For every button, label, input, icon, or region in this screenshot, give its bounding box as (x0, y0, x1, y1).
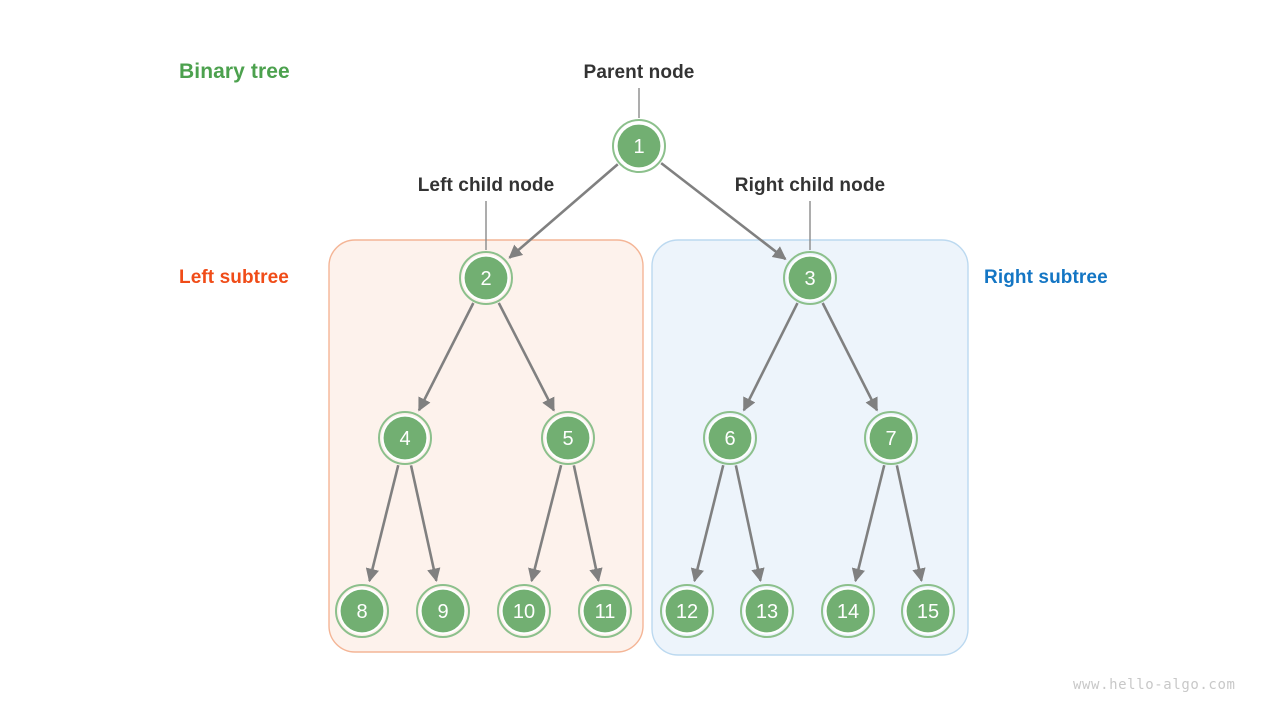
tree-node-label: 15 (917, 601, 939, 623)
tree-node-label: 13 (756, 601, 778, 623)
tree-node-14[interactable]: 14 (821, 584, 875, 638)
tree-edge-1-to-2 (508, 163, 619, 259)
tree-node-label: 2 (480, 268, 491, 290)
tree-node-label: 14 (837, 601, 859, 623)
tree-node-label: 9 (437, 601, 448, 623)
tree-node-11[interactable]: 11 (578, 584, 632, 638)
tree-edge-5-to-11 (572, 465, 603, 583)
tree-edge-7-to-15 (895, 465, 926, 583)
tree-node-label: 12 (676, 601, 698, 623)
right-subtree-label: Right subtree (984, 267, 1108, 288)
tree-edge-3-to-6 (742, 302, 799, 412)
tree-node-1[interactable]: 1 (612, 119, 666, 173)
site-watermark: www.hello-algo.com (1073, 677, 1236, 693)
tree-node-label: 3 (804, 268, 815, 290)
tree-node-10[interactable]: 10 (497, 584, 551, 638)
tree-edge-5-to-10 (528, 464, 563, 583)
tree-node-label: 10 (513, 601, 535, 623)
tree-edge-2-to-5 (497, 302, 556, 412)
tree-node-3[interactable]: 3 (783, 251, 837, 305)
tree-node-label: 5 (562, 428, 573, 450)
tree-edge-4-to-9 (409, 465, 441, 583)
tree-edge-3-to-7 (821, 302, 879, 412)
tree-node-2[interactable]: 2 (459, 251, 513, 305)
tree-edge-6-to-13 (734, 465, 765, 583)
tree-node-15[interactable]: 15 (901, 584, 955, 638)
tree-node-label: 6 (724, 428, 735, 450)
parent-node-annotation: Parent node (583, 62, 695, 83)
tree-edge-7-to-14 (851, 464, 886, 583)
tree-node-13[interactable]: 13 (740, 584, 794, 638)
tree-edge-1-to-3 (660, 162, 787, 261)
annotation-leader-lines (485, 88, 811, 250)
tree-node-5[interactable]: 5 (541, 411, 595, 465)
tree-node-label: 1 (633, 136, 644, 158)
tree-node-12[interactable]: 12 (660, 584, 714, 638)
tree-edge-4-to-8 (365, 464, 400, 583)
tree-edge-6-to-12 (690, 464, 725, 583)
left-subtree-label: Left subtree (179, 267, 289, 288)
tree-node-label: 4 (399, 428, 410, 450)
tree-node-9[interactable]: 9 (416, 584, 470, 638)
tree-node-6[interactable]: 6 (703, 411, 757, 465)
title-label: Binary tree (179, 60, 290, 83)
tree-node-label: 7 (885, 428, 896, 450)
right-child-node-annotation: Right child node (734, 175, 886, 196)
tree-edges (365, 162, 926, 583)
tree-node-label: 8 (356, 601, 367, 623)
tree-node-7[interactable]: 7 (864, 411, 918, 465)
tree-node-label: 11 (595, 601, 616, 623)
left-child-node-annotation: Left child node (417, 175, 555, 196)
tree-edge-2-to-4 (417, 302, 475, 412)
tree-node-8[interactable]: 8 (335, 584, 389, 638)
subtree-boxes (328, 239, 969, 656)
tree-node-4[interactable]: 4 (378, 411, 432, 465)
